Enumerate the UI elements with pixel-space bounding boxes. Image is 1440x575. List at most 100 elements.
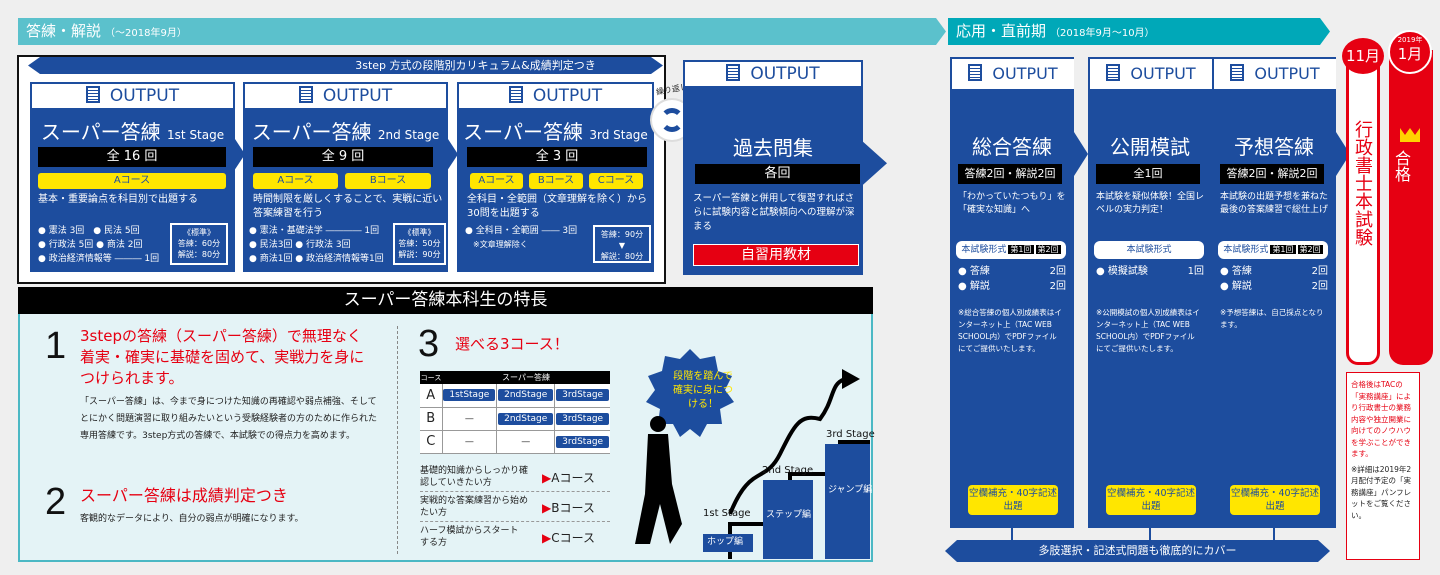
- phase-banner-advanced: 応用・直前期（2018年9月〜10月）: [948, 18, 1330, 45]
- document-icon: [86, 86, 100, 103]
- document-icon: [726, 64, 740, 81]
- stage-count: 全 3 回: [467, 147, 647, 167]
- feature-heading: 選べる3コース！: [455, 335, 569, 353]
- phase-banner-practice: 答練・解説（〜2018年9月）: [18, 18, 946, 45]
- written-question-badge: 空欄補充・40字記述出題: [1106, 485, 1196, 515]
- curriculum-band-text: 3step 方式の段階別カリキュラム&成績判定つき: [355, 59, 596, 72]
- stage-desc: 時間制限を厳しくすることで、実戦に近い答案練習を行う: [253, 194, 443, 219]
- step-stage-label: 3rd Stage: [826, 429, 875, 440]
- burst-badge: [646, 349, 734, 437]
- stage-items: ● 憲法 3回 ● 民法 5回● 行政法 5回 ● 商法 2回● 政治経済情報等…: [38, 226, 160, 264]
- pass-note: 合格後はTACの「実務講座」により行政書士の業務内容や独立開業に向けてのノウハウ…: [1351, 380, 1411, 458]
- stage-chip: 3rdStage: [556, 412, 610, 425]
- card-count: 答練2回・解説2回: [958, 164, 1062, 184]
- card-title: 公開模試: [1110, 135, 1190, 159]
- phase-period: （2018年9月〜10月）: [1050, 28, 1155, 39]
- table-cell: 3rdStage: [554, 407, 610, 430]
- card-count: 全1回: [1096, 164, 1200, 184]
- table-cell: —: [441, 430, 497, 453]
- connector-line: [1011, 515, 1013, 541]
- card-desc: 「わかっていたつもり」を「確実な知識」へ: [958, 192, 1066, 215]
- right-card-3: [1212, 57, 1350, 528]
- connector-line: [1149, 515, 1151, 541]
- card-desc: 本試験の出題予想を兼ねた最後の答案練習で総仕上げ: [1220, 192, 1329, 215]
- table-cell: 2ndStage: [496, 407, 555, 430]
- arrow-head-icon: [842, 369, 860, 389]
- card-title: 予想答練: [1234, 135, 1314, 159]
- stage-count: 全 16 回: [38, 147, 226, 167]
- stage-desc: 全科目・全範囲（文章理解を除く）から30問を出題する: [467, 194, 647, 219]
- feature-body: 客観的なデータにより、自分の弱点が明確になります。: [80, 514, 304, 524]
- course-badge-b: Bコース: [345, 173, 431, 189]
- pass-month: 1月: [1397, 45, 1423, 63]
- standard-time-box: 答練：90分▼解説：80分: [593, 225, 651, 263]
- card-note: ※公開模試の個人別成績表はインターネット上（TAC WEB SCHOOL内）でP…: [1096, 308, 1200, 353]
- pass-year: 2019年: [1397, 36, 1423, 44]
- step-name: ステップ編: [766, 510, 812, 520]
- past-desc: スーパー答練と併用して復習すればさらに試験内容と試験傾向への理解が深まる: [693, 193, 855, 232]
- coverage-band-text: 多肢選択・記述式問題も徹底的にカバー: [1038, 544, 1237, 557]
- past-count: 各回: [695, 164, 860, 184]
- phase-label: 答練・解説: [26, 22, 102, 40]
- course-badge-a: Aコース: [470, 173, 523, 189]
- document-icon: [508, 86, 523, 103]
- person-silhouette: [635, 416, 682, 544]
- stage-items: ● 憲法・基礎法学 ―――― 1回● 民法3回 ● 行政法 3回● 商法1回 ●…: [249, 226, 384, 264]
- card-header: OUTPUT: [1214, 59, 1336, 89]
- card-header: OUTPUT: [32, 84, 233, 108]
- document-icon: [299, 86, 313, 103]
- past-title: 過去問集: [733, 136, 813, 160]
- choice-row: 基礎的知識からしっかり確認していきたい方▶Aコース: [420, 462, 610, 492]
- stage-chip: —: [464, 436, 474, 447]
- step-stage-label: 1st Stage: [703, 508, 751, 519]
- card-count: 答練2回・解説2回: [1220, 164, 1324, 184]
- stage-title: スーパー答練 1st Stage: [40, 120, 225, 144]
- right-card-content: OUTPUT 予想答練答練2回・解説2回本試験の出題予想を兼ねた最後の答案練習で総…: [1212, 57, 1336, 541]
- table-header: コース: [420, 373, 442, 382]
- document-icon: [1230, 64, 1245, 81]
- document-icon: [1106, 64, 1121, 81]
- stage-title: スーパー答練 2nd Stage: [251, 120, 440, 144]
- course-badge-a: Aコース: [38, 173, 226, 189]
- card-header: OUTPUT: [685, 62, 861, 86]
- card-note: ※総合答練の個人別成績表はインターネット上（TAC WEB SCHOOL内）でP…: [958, 308, 1062, 353]
- phase-period: （〜2018年9月）: [105, 28, 187, 39]
- table-cell: —: [496, 430, 555, 453]
- standard-time-box: 《標準》答練：60分解説：80分: [170, 223, 228, 265]
- jump-box: [825, 444, 870, 559]
- phase-label: 応用・直前期: [956, 22, 1047, 40]
- stage-chip: 2ndStage: [498, 412, 554, 425]
- table-cell: A: [420, 384, 442, 407]
- pass-month-circle: 2019年 1月: [1388, 30, 1432, 74]
- table-row: C——3rdStage: [420, 430, 610, 453]
- stage-title: スーパー答練 3rd Stage: [463, 120, 648, 144]
- card-title: 総合答練: [972, 135, 1052, 159]
- stage-card-3: OUTPUT スーパー答練 3rd Stage 全 3 回 Aコース Bコース …: [457, 82, 654, 272]
- feature-number: 1: [45, 325, 67, 367]
- course-badge-a: Aコース: [253, 173, 338, 189]
- table-cell: B: [420, 407, 442, 430]
- document-icon: [968, 64, 983, 81]
- stage-count: 全 9 回: [253, 147, 433, 167]
- burst-text: 段階を踏んで確実に身につける！: [673, 371, 733, 410]
- curriculum-band: 3step 方式の段階別カリキュラム&成績判定つき: [28, 57, 663, 74]
- stage-chip: 1stStage: [443, 389, 496, 402]
- table-cell: 3rdStage: [554, 430, 610, 453]
- course-letter: C: [426, 434, 436, 449]
- stage-card-1: OUTPUT スーパー答練 1st Stage 全 16 回 Aコース 基本・重…: [30, 82, 245, 272]
- past-exam-card: OUTPUT 過去問集 各回 スーパー答練と併用して復習すればさらに試験内容と試…: [683, 60, 887, 275]
- pass-column: [1389, 50, 1433, 365]
- choice-row: ハーフ模試からスタートする方▶Cコース: [420, 526, 596, 548]
- feature-body: 「スーパー答練」は、今まで身につけた知識の再確認や弱点補強、そしてとにかく問題演…: [80, 397, 378, 441]
- card-header: OUTPUT: [245, 84, 446, 108]
- divider: [397, 326, 398, 554]
- stage-chip: 3rdStage: [556, 435, 610, 448]
- step-box: [763, 480, 813, 559]
